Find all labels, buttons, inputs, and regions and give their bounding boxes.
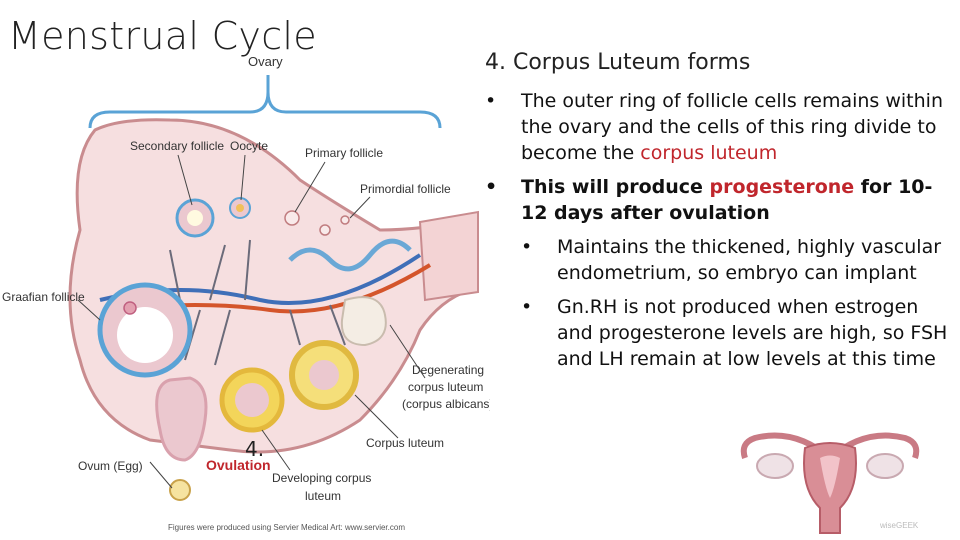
bullet-2-highlight: progesterone [709, 176, 855, 198]
bullet-1-text: The outer ring of follicle cells remains… [521, 90, 943, 164]
label-ovary: Ovary [248, 54, 283, 69]
bullet-2: • This will produce progesterone for 10-… [485, 174, 955, 226]
slide-subtitle: 4. Corpus Luteum forms [485, 50, 751, 75]
bullet-4-text: Gn.RH is not produced when estrogen and … [557, 296, 948, 370]
label-degenerating-1: Degenerating [412, 363, 484, 377]
bullet-marker: • [521, 296, 533, 318]
bullet-marker: • [521, 236, 533, 258]
label-secondary-follicle: Secondary follicle [130, 139, 224, 153]
label-primary-follicle: Primary follicle [305, 146, 383, 160]
label-corpus-luteum: Corpus luteum [366, 436, 444, 450]
label-developing-1: Developing corpus [272, 471, 371, 485]
bullet-2-text-post: for 10-12 days after ovulation [521, 176, 933, 224]
bullet-3: • Maintains the thickened, highly vascul… [485, 234, 955, 286]
label-ovum: Ovum (Egg) [78, 459, 143, 473]
bullet-list: • The outer ring of follicle cells remai… [485, 88, 955, 380]
ovary-diagram: Ovary Secondary follicle Oocyte Primary … [2, 54, 490, 532]
label-graafian-follicle: Graafian follicle [2, 290, 85, 304]
label-developing-2: luteum [305, 489, 341, 503]
bullet-2-text-pre: This will produce [521, 176, 710, 198]
slide-title: Menstrual Cycle [8, 14, 317, 58]
bullet-1: • The outer ring of follicle cells remai… [485, 88, 955, 166]
watermark: wiseGEEK [879, 521, 919, 530]
label-oocyte: Oocyte [230, 139, 268, 153]
bullet-marker: • [485, 176, 498, 198]
ovulating-follicle [155, 376, 208, 462]
uterus-illustration: wiseGEEK [740, 432, 920, 534]
vessel-branch-1 [169, 239, 346, 366]
figure-credit: Figures were produced using Servier Medi… [168, 523, 405, 532]
label-degenerating-2: corpus luteum [408, 380, 483, 394]
corpus-albicans [340, 296, 387, 347]
label-degenerating-3: (corpus albicans) [402, 397, 490, 411]
bullet-marker: • [485, 90, 497, 112]
label-primordial-follicle: Primordial follicle [360, 182, 451, 196]
ligament [418, 210, 479, 302]
stage-number: 4. [245, 437, 264, 461]
ovary-brace [88, 75, 442, 129]
vessel-curl [288, 238, 412, 272]
bullet-4: • Gn.RH is not produced when estrogen an… [485, 294, 955, 372]
ovary-left [756, 453, 794, 479]
bullet-1-highlight: corpus luteum [640, 142, 778, 164]
bullet-3-text: Maintains the thickened, highly vascular… [557, 236, 942, 284]
ovary-right [866, 453, 904, 479]
label-ovulation: Ovulation [206, 457, 271, 473]
